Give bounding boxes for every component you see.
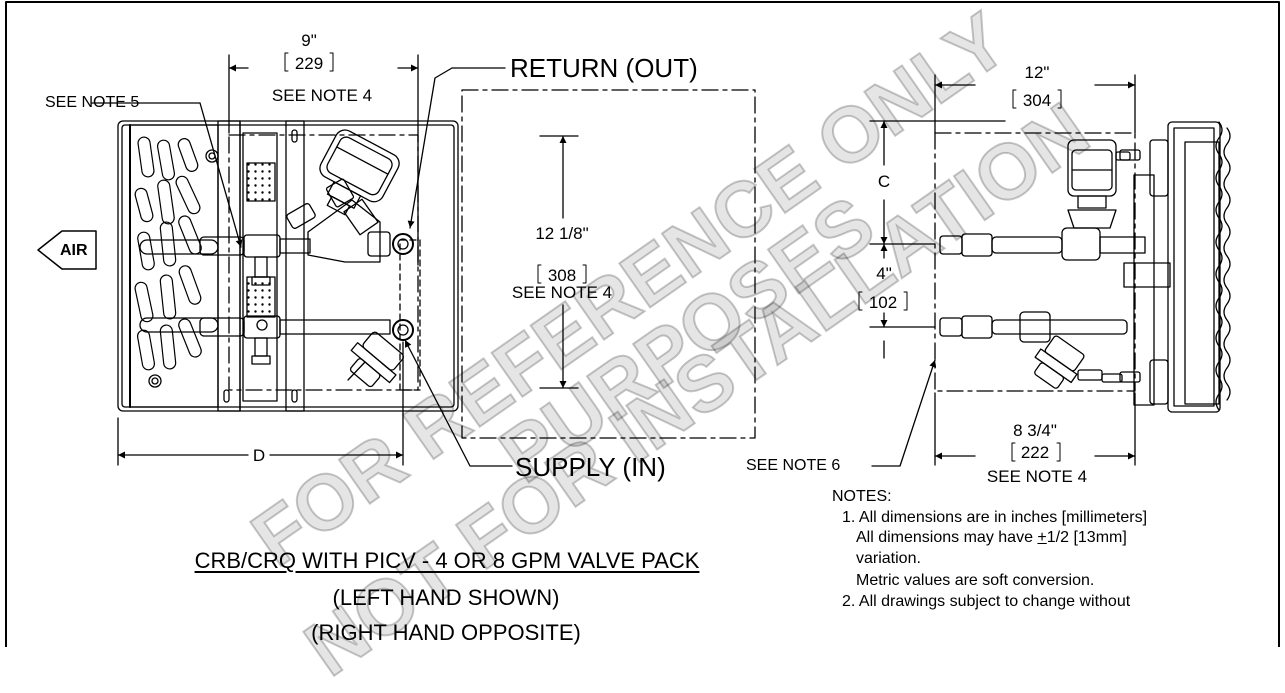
side-bottom-note: SEE NOTE 4 [986, 467, 1088, 486]
side-view-unit [934, 121, 1231, 413]
front-width-note: SEE NOTE 4 [271, 86, 373, 105]
front-depth-label: D [252, 446, 266, 465]
note-1-line-b: All dimensions may have +1/2 [13mm] [832, 528, 1147, 549]
hidden-outline [461, 89, 756, 439]
side-bottom-mm: 222 [1020, 443, 1050, 462]
note-1-line-c: variation. [856, 549, 921, 567]
air-arrow [37, 230, 97, 270]
note-2-line: 2. All drawings subject to change withou… [842, 592, 1131, 610]
note-1-line-d: Metric values are soft conversion. [856, 572, 1095, 589]
drawing-sheet: FOR REFERENCE ONLY NOT FOR INSTALLATION … [5, 0, 1280, 693]
notes-heading: NOTES: [832, 488, 892, 505]
side-spacing-mm: 102 [868, 293, 898, 312]
note-1-line-b-pre: All dimensions may have [856, 529, 1038, 546]
front-height-mm: 308 [547, 266, 577, 285]
air-label: AIR [60, 242, 88, 259]
return-out-label: RETURN (OUT) [510, 53, 698, 83]
front-dimension-lines [91, 54, 579, 467]
drawing-linework [5, 1, 1280, 647]
mm-brackets [284, 52, 1062, 462]
side-c-label: C [877, 172, 891, 191]
side-dimension-lines [869, 74, 1136, 467]
side-bottom-inches: 8 3/4" [1013, 421, 1057, 440]
caption-line-3: (RIGHT HAND OPPOSITE) [311, 620, 581, 645]
plus-minus-symbol: + [1037, 529, 1047, 546]
note-1-line-b-post: 1/2 [13mm] [1046, 529, 1127, 546]
sheet-border [5, 1, 1280, 647]
see-note-6-label: SEE NOTE 6 [746, 457, 841, 474]
front-height-note: SEE NOTE 4 [511, 283, 613, 302]
front-height-inches: 12 1/8" [535, 224, 589, 243]
caption-title: CRB/CRQ WITH PICV - 4 OR 8 GPM VALVE PAC… [194, 548, 700, 573]
caption-line-2: (LEFT HAND SHOWN) [332, 585, 560, 610]
see-note-5-label: SEE NOTE 5 [45, 94, 140, 111]
front-width-inches: 9" [301, 31, 317, 50]
supply-in-label: SUPPLY (IN) [515, 452, 666, 482]
side-spacing-inches: 4" [876, 264, 892, 283]
side-top-inches: 12" [1024, 63, 1050, 82]
notes-block: NOTES: 1. All dimensions are in inches [… [832, 487, 1147, 612]
front-view-unit [117, 120, 459, 412]
note-1-line-a: 1. All dimensions are in inches [millime… [842, 508, 1148, 526]
front-width-mm: 229 [294, 54, 324, 73]
side-top-mm: 304 [1022, 91, 1052, 110]
